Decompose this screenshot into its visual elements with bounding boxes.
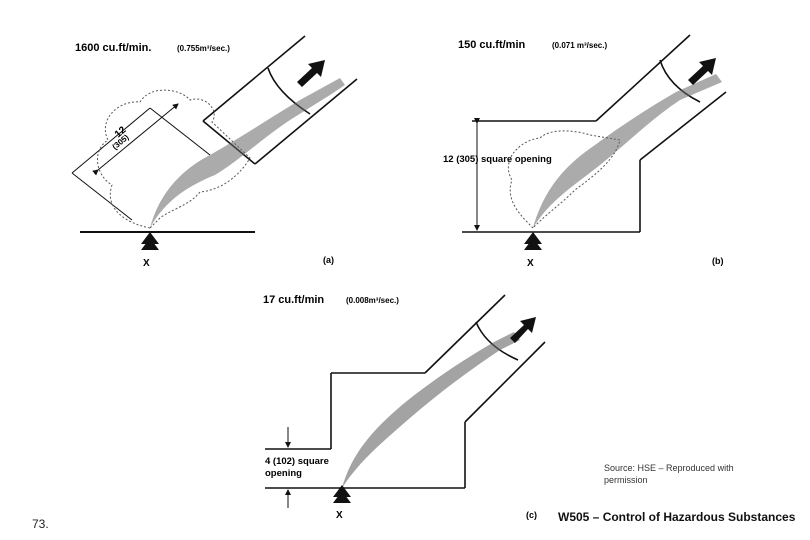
panel-a-duct bbox=[202, 35, 358, 165]
panel-c-hood bbox=[265, 294, 546, 489]
page-number: 73. bbox=[32, 517, 49, 531]
panel-a-dimension bbox=[71, 103, 211, 221]
panel-a: 1600 cu.ft/min. (0.755m³/sec.) 12 (305) … bbox=[71, 35, 358, 269]
panel-b: 150 cu.ft/min (0.071 m³/sec.) 12 (305) s… bbox=[443, 34, 727, 269]
panel-c-flow-metric: (0.008m³/sec.) bbox=[346, 296, 399, 305]
panel-b-hood bbox=[462, 34, 727, 233]
panel-a-smoke-plume bbox=[150, 78, 345, 228]
panel-b-flow-metric: (0.071 m³/sec.) bbox=[552, 41, 607, 50]
panel-b-source-mark: X bbox=[527, 258, 534, 269]
panel-c-source-mark: X bbox=[336, 510, 343, 521]
panel-c-opening-line2: opening bbox=[265, 468, 302, 479]
panel-c: 17 cu.ft/min (0.008m³/sec.) 4 (102) squa… bbox=[263, 294, 546, 521]
footer-title: W505 – Control of Hazardous Substances bbox=[558, 510, 796, 524]
panel-a-dim-bottom: (305) bbox=[111, 132, 131, 151]
panel-a-smoke-cloud bbox=[97, 89, 251, 229]
panel-c-flow: 17 cu.ft/min bbox=[263, 294, 324, 306]
panel-a-source-mark: X bbox=[143, 258, 150, 269]
panel-c-source-arrow bbox=[333, 485, 351, 503]
panel-a-flow-metric: (0.755m³/sec.) bbox=[177, 44, 230, 53]
panel-a-source-arrow bbox=[141, 232, 159, 250]
panel-b-exhaust-arrow bbox=[688, 58, 716, 85]
panel-c-opening-line1: 4 (102) square bbox=[265, 456, 329, 467]
panel-b-source-arrow bbox=[524, 232, 542, 250]
panel-b-smoke-plume bbox=[533, 74, 722, 228]
source-note: Source: HSE – Reproduced with permission bbox=[604, 463, 734, 485]
panel-a-exhaust-arrow bbox=[297, 60, 325, 87]
panel-b-label: (b) bbox=[712, 256, 724, 266]
panel-a-flow: 1600 cu.ft/min. bbox=[75, 42, 151, 54]
panel-b-opening-label: 12 (305) square opening bbox=[443, 154, 552, 165]
panel-c-exhaust-arrow bbox=[510, 317, 536, 343]
panel-a-label: (a) bbox=[323, 255, 334, 265]
panel-c-smoke-plume bbox=[342, 332, 520, 488]
panel-b-flow: 150 cu.ft/min bbox=[458, 39, 526, 51]
panel-c-label: (c) bbox=[526, 510, 537, 520]
